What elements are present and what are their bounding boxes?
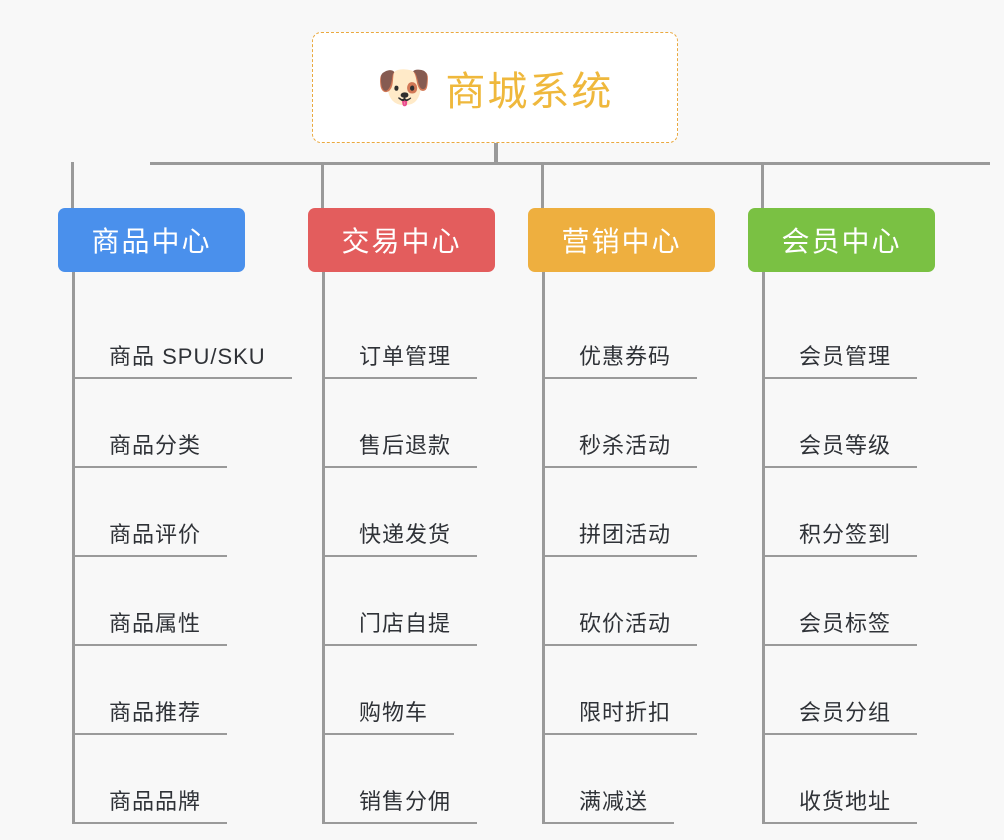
leaf-underline: 优惠券码 [545,339,698,379]
leaf-item-label: 会员分组 [799,700,892,725]
root-trunk-connector [494,143,498,165]
leaf-rail-product-center: 商品 SPU/SKU 商品分类商品评价商品属性商品推荐商品品牌 [72,272,292,824]
column-product-center: 商品中心商品 SPU/SKU 商品分类商品评价商品属性商品推荐商品品牌 [58,208,292,824]
leaf-item-label: 购物车 [359,700,429,725]
leaf-underline: 秒杀活动 [545,428,698,468]
leaf-underline: 会员等级 [765,428,918,468]
leaf-underline: 售后退款 [325,428,478,468]
leaf-item-label: 商品推荐 [109,700,202,725]
leaf-underline: 砍价活动 [545,606,698,646]
leaf-item-label: 砍价活动 [579,611,672,636]
leaf-item[interactable]: 商品推荐 [75,646,278,735]
leaf-item[interactable]: 会员管理 [765,290,968,379]
leaf-item-label: 售后退款 [359,433,452,458]
column-member-center: 会员中心会员管理会员等级积分签到会员标签会员分组收货地址 [748,208,968,824]
leaf-item-label: 商品品牌 [109,789,202,814]
leaf-item-label: 限时折扣 [579,700,672,725]
leaf-underline: 商品评价 [75,517,228,557]
root-node-shopping-mall-system[interactable]: 🐶 商城系统 [312,32,678,143]
leaf-underline: 门店自提 [325,606,478,646]
leaf-item[interactable]: 会员标签 [765,557,968,646]
leaf-item[interactable]: 快递发货 [325,468,528,557]
leaf-item[interactable]: 拼团活动 [545,468,748,557]
leaf-item[interactable]: 门店自提 [325,557,528,646]
leaf-item-label: 销售分佣 [359,789,452,814]
leaf-item-label: 商品属性 [109,611,202,636]
leaf-rail-member-center: 会员管理会员等级积分签到会员标签会员分组收货地址 [762,272,968,824]
leaf-item[interactable]: 会员等级 [765,379,968,468]
horizontal-connector-bar [150,162,990,165]
leaf-rail-marketing-center: 优惠券码秒杀活动拼团活动砍价活动限时折扣满减送 [542,272,748,824]
leaf-item[interactable]: 优惠券码 [545,290,748,379]
drop-connector-product-center [71,162,74,208]
leaf-item-label: 收货地址 [799,789,892,814]
leaf-item[interactable]: 满减送 [545,735,748,824]
leaf-underline: 收货地址 [765,784,918,824]
leaf-item-label: 秒杀活动 [579,433,672,458]
category-header-product-center[interactable]: 商品中心 [58,208,245,272]
category-header-trade-center[interactable]: 交易中心 [308,208,495,272]
leaf-item-label: 拼团活动 [579,522,672,547]
leaf-rail-trade-center: 订单管理售后退款快递发货门店自提购物车销售分佣 [322,272,528,824]
leaf-item-label: 门店自提 [359,611,452,636]
leaf-item-label: 满减送 [579,789,649,814]
leaf-item-label: 会员标签 [799,611,892,636]
leaf-item-label: 商品评价 [109,522,202,547]
leaf-underline: 会员标签 [765,606,918,646]
category-header-marketing-center[interactable]: 营销中心 [528,208,715,272]
leaf-item-label: 订单管理 [359,344,452,369]
leaf-item[interactable]: 秒杀活动 [545,379,748,468]
column-trade-center: 交易中心订单管理售后退款快递发货门店自提购物车销售分佣 [308,208,528,824]
leaf-item[interactable]: 售后退款 [325,379,528,468]
leaf-item-label: 快递发货 [359,522,452,547]
root-node-title: 商城系统 [445,69,614,114]
leaf-item-label: 会员等级 [799,433,892,458]
leaf-item-label: 商品 SPU/SKU [109,344,266,369]
leaf-underline: 会员管理 [765,339,918,379]
leaf-underline: 商品属性 [75,606,228,646]
leaf-item[interactable]: 商品 SPU/SKU [75,290,292,379]
leaf-item[interactable]: 订单管理 [325,290,528,379]
leaf-item-label: 商品分类 [109,433,202,458]
column-marketing-center: 营销中心优惠券码秒杀活动拼团活动砍价活动限时折扣满减送 [528,208,748,824]
leaf-underline: 限时折扣 [545,695,698,735]
leaf-item[interactable]: 销售分佣 [325,735,528,824]
leaf-underline: 满减送 [545,784,675,824]
leaf-item[interactable]: 购物车 [325,646,528,735]
category-header-member-center[interactable]: 会员中心 [748,208,935,272]
leaf-underline: 购物车 [325,695,455,735]
leaf-underline: 快递发货 [325,517,478,557]
leaf-item[interactable]: 商品分类 [75,379,278,468]
category-header-label: 商品中心 [91,226,212,257]
category-header-label: 交易中心 [341,226,462,257]
shiba-dog-face-icon: 🐶 [376,62,432,112]
leaf-underline: 会员分组 [765,695,918,735]
leaf-item[interactable]: 砍价活动 [545,557,748,646]
leaf-underline: 积分签到 [765,517,918,557]
leaf-item-label: 优惠券码 [579,344,672,369]
leaf-underline: 销售分佣 [325,784,478,824]
category-header-label: 会员中心 [781,226,902,257]
leaf-item[interactable]: 商品属性 [75,557,278,646]
leaf-item-label: 会员管理 [799,344,892,369]
leaf-underline: 商品推荐 [75,695,228,735]
leaf-underline: 商品 SPU/SKU [75,339,292,379]
leaf-item[interactable]: 积分签到 [765,468,968,557]
leaf-underline: 订单管理 [325,339,478,379]
leaf-underline: 商品品牌 [75,784,228,824]
leaf-item[interactable]: 收货地址 [765,735,968,824]
category-header-label: 营销中心 [561,226,682,257]
leaf-item[interactable]: 商品品牌 [75,735,278,824]
drop-connector-trade-center [321,162,324,208]
leaf-underline: 商品分类 [75,428,228,468]
drop-connector-marketing-center [541,162,544,208]
leaf-underline: 拼团活动 [545,517,698,557]
leaf-item[interactable]: 限时折扣 [545,646,748,735]
leaf-item-label: 积分签到 [799,522,892,547]
leaf-item[interactable]: 商品评价 [75,468,278,557]
leaf-item[interactable]: 会员分组 [765,646,968,735]
drop-connector-member-center [761,162,764,208]
